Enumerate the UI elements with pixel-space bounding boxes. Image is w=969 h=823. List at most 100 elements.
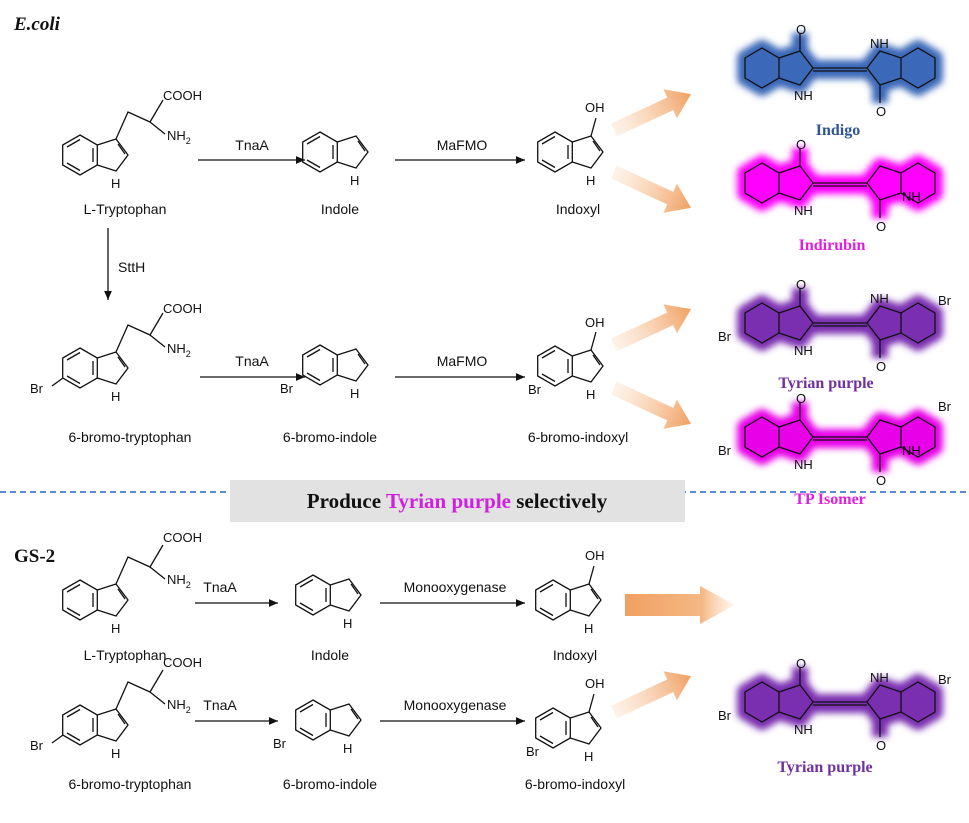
compound-label: 6-bromo-indole bbox=[283, 429, 377, 445]
indoxyl-structure bbox=[535, 579, 602, 621]
oh-label: OH bbox=[585, 676, 605, 691]
indole-structure bbox=[302, 131, 369, 173]
dye-indigo: O O NH NH bbox=[745, 22, 935, 119]
compound-label: 6-bromo-indoxyl bbox=[528, 429, 628, 445]
nh-label: H bbox=[586, 387, 595, 402]
compound-label: 6-bromo-tryptophan bbox=[69, 429, 192, 445]
nh-label: H bbox=[350, 173, 359, 188]
dye-label-tp-isomer: TP Isomer bbox=[794, 491, 866, 508]
oh-label: OH bbox=[585, 548, 605, 563]
cooh-label: COOH bbox=[163, 655, 202, 670]
br-label: Br bbox=[938, 672, 952, 687]
br-label: Br bbox=[30, 381, 44, 396]
br-label: Br bbox=[718, 708, 732, 723]
enzyme-label: TnaA bbox=[235, 137, 269, 153]
gs2-row2: COOH NH2 Br H 6-bromo-tryptophan TnaA Br… bbox=[30, 655, 625, 792]
enzyme-label: SttH bbox=[118, 259, 145, 275]
br-label: Br bbox=[718, 329, 732, 344]
enzyme-label: TnaA bbox=[235, 353, 269, 369]
dye-label-tyrian-purple: Tyrian purple bbox=[777, 759, 872, 776]
nh-label: H bbox=[350, 386, 359, 401]
cooh-label: COOH bbox=[163, 301, 202, 316]
br-label: Br bbox=[273, 736, 287, 751]
o-label: O bbox=[796, 656, 806, 671]
compound-label: L-Tryptophan bbox=[84, 647, 167, 663]
nh-label: H bbox=[584, 749, 593, 764]
nh-label: NH bbox=[870, 291, 889, 306]
bromo-indoxyl-structure bbox=[537, 345, 604, 387]
bromo-indole-structure bbox=[302, 344, 369, 386]
nh-label: H bbox=[343, 741, 352, 756]
banner-box bbox=[230, 480, 685, 522]
indole-structure bbox=[295, 574, 362, 616]
oh-label: OH bbox=[585, 100, 605, 115]
orange-arrow bbox=[611, 89, 692, 137]
compound-label: Indole bbox=[311, 647, 349, 663]
nh2-label: NH2 bbox=[167, 572, 191, 590]
dye-indirubin: O O NH NH bbox=[745, 137, 935, 234]
cooh-label: COOH bbox=[163, 530, 202, 545]
compound-label: Indole bbox=[321, 201, 359, 217]
compound-label: 6-bromo-tryptophan bbox=[69, 776, 192, 792]
conversion-arrows bbox=[611, 89, 735, 719]
nh2-label: NH2 bbox=[167, 341, 191, 359]
nh-label: NH bbox=[902, 189, 921, 204]
o-label: O bbox=[796, 137, 806, 152]
indoxyl-structure bbox=[537, 131, 604, 173]
enzyme-label: MaFMO bbox=[437, 137, 488, 153]
o-label: O bbox=[876, 738, 886, 753]
o-label: O bbox=[876, 473, 886, 488]
o-label: O bbox=[876, 219, 886, 234]
gs2-row1: COOH NH2 H L-Tryptophan TnaA H Indole Mo… bbox=[62, 530, 605, 663]
dye-tyrian-purple: O O NH NH Br Br bbox=[718, 277, 952, 374]
o-label: O bbox=[796, 22, 806, 37]
o-label: O bbox=[796, 391, 806, 406]
banner-text: Produce Tyrian purple selectively bbox=[307, 489, 608, 513]
l-tryptophan-structure bbox=[62, 579, 129, 621]
o-label: O bbox=[796, 277, 806, 292]
orange-arrow bbox=[611, 381, 692, 429]
ecoli-row1: COOH NH2 H L-Tryptophan TnaA H Indole Ma… bbox=[62, 88, 605, 217]
dye-label-tyrian-purple: Tyrian purple bbox=[778, 375, 873, 392]
br-label: Br bbox=[938, 399, 952, 414]
bromo-indoxyl-structure bbox=[535, 707, 602, 749]
ecoli-row2: COOH NH2 Br H 6-bromo-tryptophan TnaA Br… bbox=[30, 301, 628, 445]
nh-label: NH bbox=[870, 670, 889, 685]
bromo-tryptophan-structure bbox=[62, 704, 129, 746]
enzyme-label: TnaA bbox=[203, 697, 237, 713]
nh2-label: NH2 bbox=[167, 128, 191, 146]
bromo-indole-structure bbox=[295, 699, 362, 741]
nh-label: H bbox=[584, 621, 593, 636]
nh-label: NH bbox=[902, 443, 921, 458]
nh-label: NH bbox=[794, 722, 813, 737]
nh-label: NH bbox=[794, 88, 813, 103]
nh-label: NH bbox=[870, 36, 889, 51]
dye-tp-isomer: O O NH NH Br Br bbox=[718, 391, 952, 488]
compound-label: 6-bromo-indoxyl bbox=[525, 776, 625, 792]
dye-tyrian-purple-gs2: O O NH NH Br Br bbox=[718, 656, 952, 753]
enzyme-label: Monooxygenase bbox=[404, 697, 507, 713]
nh2-label: NH2 bbox=[167, 697, 191, 715]
nh-label: NH bbox=[794, 343, 813, 358]
orange-arrow bbox=[611, 671, 692, 719]
o-label: O bbox=[876, 359, 886, 374]
dye-label-indigo: Indigo bbox=[816, 122, 860, 139]
enzyme-label: TnaA bbox=[203, 579, 237, 595]
enzyme-label: Monooxygenase bbox=[404, 579, 507, 595]
nh-label: H bbox=[111, 746, 120, 761]
orange-arrow bbox=[611, 304, 692, 352]
br-label: Br bbox=[528, 382, 542, 397]
nh-label: H bbox=[111, 389, 120, 404]
compound-label: L-Tryptophan bbox=[84, 201, 167, 217]
enzyme-label: MaFMO bbox=[437, 353, 488, 369]
oh-label: OH bbox=[585, 315, 605, 330]
br-label: Br bbox=[718, 443, 732, 458]
orange-arrow-blocked bbox=[625, 586, 735, 624]
section-label-gs2: GS-2 bbox=[14, 546, 55, 567]
orange-arrow bbox=[611, 165, 692, 213]
nh-label: NH bbox=[794, 457, 813, 472]
nh-label: H bbox=[111, 176, 120, 191]
section-label-ecoli: E.coli bbox=[13, 14, 61, 35]
